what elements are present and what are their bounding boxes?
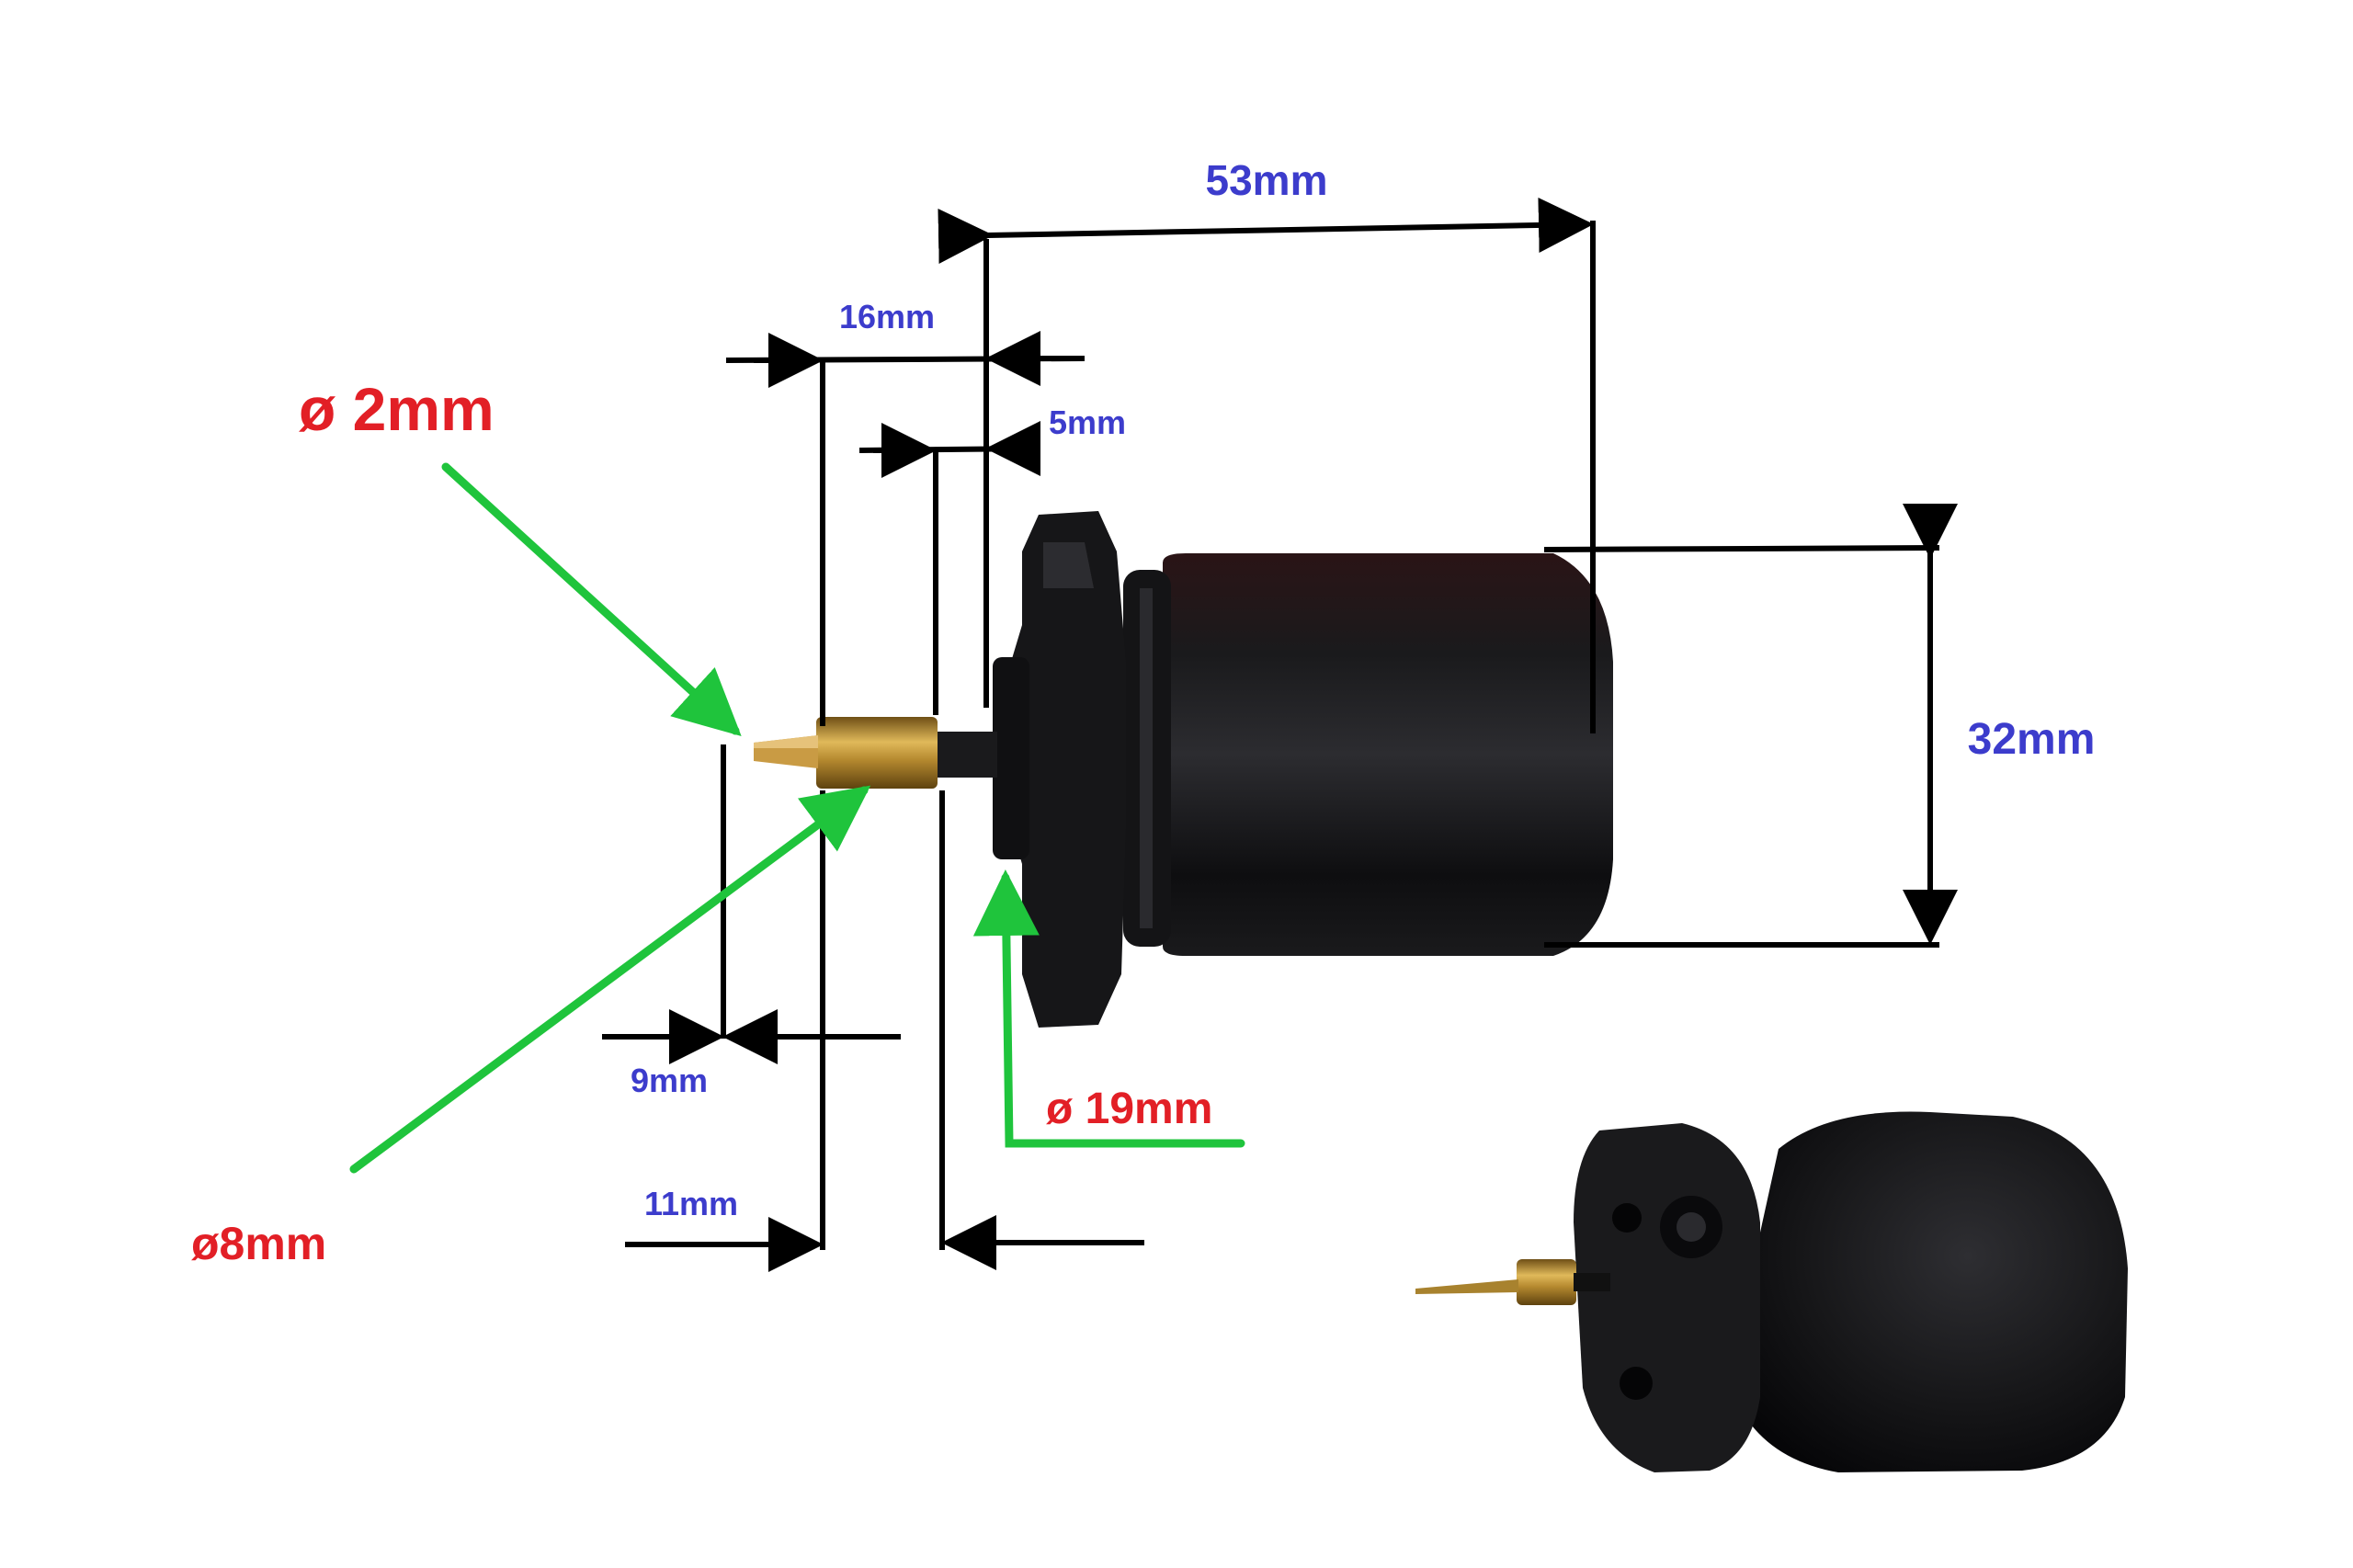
choke-valve-plunger-icon <box>754 511 1613 1028</box>
dimension-lines <box>602 197 1958 1272</box>
choke-valve-3d-view-icon <box>1415 1111 2128 1472</box>
label-tip-diameter: ø 2mm <box>299 375 494 443</box>
label-32mm: 32mm <box>1968 715 2096 764</box>
label-brass-diameter: ø8mm <box>191 1218 326 1269</box>
label-5mm: 5mm <box>1049 403 1126 441</box>
label-9mm: 9mm <box>631 1062 708 1099</box>
label-11mm: 11mm <box>644 1185 738 1222</box>
label-53mm: 53mm <box>1206 156 1328 204</box>
labels: 53mm 16mm 5mm 32mm 9mm 11mm ø 2mm ø8mm ø… <box>191 156 2095 1269</box>
label-flange-diameter: ø 19mm <box>1046 1085 1212 1133</box>
callout-arrows <box>349 462 1245 1174</box>
label-16mm: 16mm <box>839 298 935 335</box>
